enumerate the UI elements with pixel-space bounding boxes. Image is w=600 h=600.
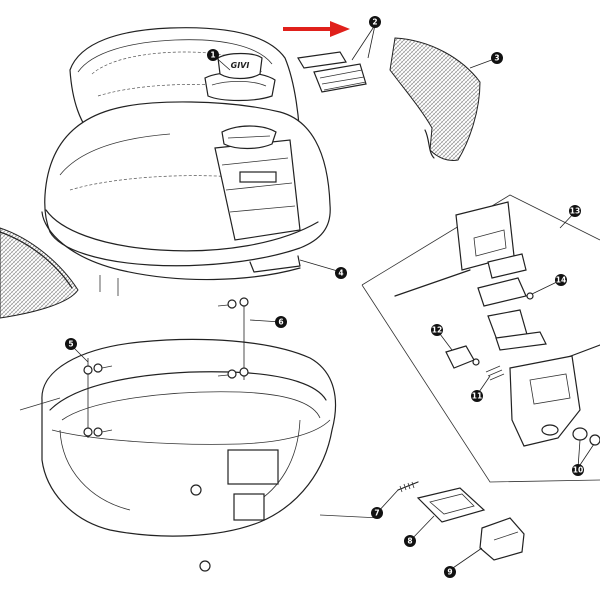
svg-text:11: 11 bbox=[472, 392, 482, 401]
callout-8: 8 bbox=[404, 535, 416, 547]
callout-12: 12 bbox=[431, 324, 443, 336]
svg-text:3: 3 bbox=[494, 54, 499, 63]
svg-text:14: 14 bbox=[556, 276, 566, 285]
svg-text:12: 12 bbox=[432, 326, 442, 335]
latch-block-9 bbox=[479, 517, 525, 561]
svg-text:4: 4 bbox=[338, 269, 343, 278]
svg-text:13: 13 bbox=[570, 207, 580, 216]
lock-assembly bbox=[394, 201, 600, 447]
lock-assembly-box bbox=[361, 194, 600, 483]
callout-5: 5 bbox=[65, 338, 77, 350]
callout-4: 4 bbox=[335, 267, 347, 279]
svg-text:9: 9 bbox=[447, 568, 452, 577]
svg-text:10: 10 bbox=[573, 466, 583, 475]
svg-text:8: 8 bbox=[407, 537, 412, 546]
svg-text:7: 7 bbox=[374, 509, 379, 518]
svg-text:6: 6 bbox=[278, 318, 283, 327]
highlight-arrow bbox=[283, 21, 350, 37]
logo-text: GIVI bbox=[231, 61, 250, 70]
base-case bbox=[19, 338, 381, 572]
spring-7 bbox=[397, 481, 419, 493]
callout-6: 6 bbox=[275, 316, 287, 328]
right-reflector bbox=[389, 37, 481, 161]
callout-2: 2 bbox=[369, 16, 381, 28]
svg-text:5: 5 bbox=[68, 340, 73, 349]
svg-text:2: 2 bbox=[372, 18, 377, 27]
svg-text:1: 1 bbox=[210, 51, 215, 60]
callout-3: 3 bbox=[491, 52, 503, 64]
callout-9: 9 bbox=[444, 566, 456, 578]
screw-set-6 bbox=[217, 297, 249, 380]
callout-11: 11 bbox=[471, 390, 483, 402]
vent-part bbox=[297, 51, 367, 93]
callout-13: 13 bbox=[569, 205, 581, 217]
callout-7: 7 bbox=[371, 507, 383, 519]
latch-plate-8 bbox=[416, 487, 486, 523]
left-reflector bbox=[0, 227, 79, 319]
callout-1: 1 bbox=[207, 49, 219, 61]
callout-14: 14 bbox=[555, 274, 567, 286]
top-lid bbox=[41, 27, 331, 296]
callout-10: 10 bbox=[572, 464, 584, 476]
screw-set-5 bbox=[83, 358, 113, 438]
